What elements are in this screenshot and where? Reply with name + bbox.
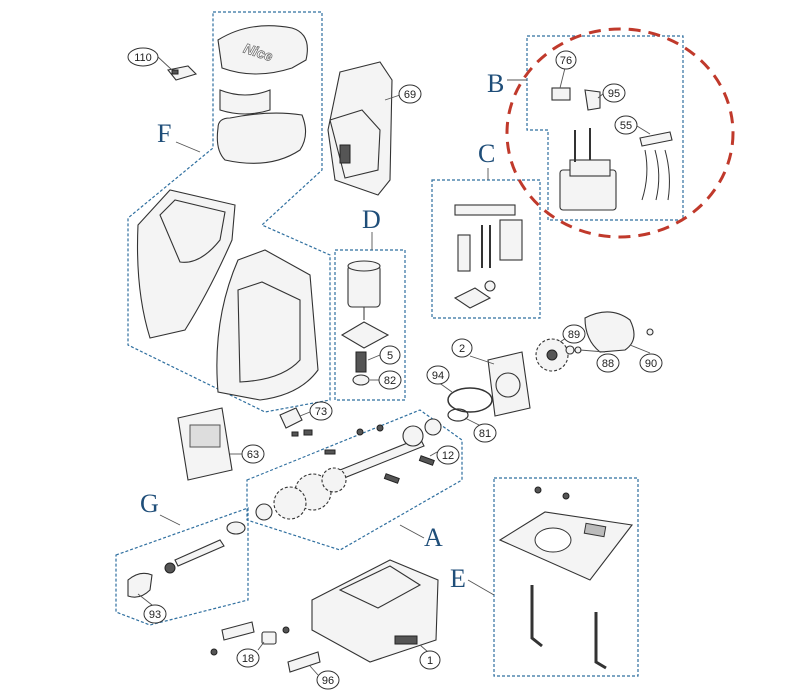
group-b-frame	[526, 35, 684, 221]
part-cover-band	[216, 89, 307, 164]
group-c-frame	[431, 179, 541, 319]
group-leaders	[159, 79, 527, 596]
svg-text:69: 69	[404, 89, 416, 101]
part-81-ring	[447, 408, 469, 422]
part-110-clip	[167, 65, 198, 81]
svg-text:110: 110	[134, 52, 152, 64]
part-drive-shaft	[255, 418, 442, 521]
part-release-lever	[127, 521, 246, 598]
svg-text:90: 90	[645, 358, 657, 370]
group-label-d: D	[362, 205, 381, 234]
callout-95: 95	[597, 83, 626, 103]
svg-text:5: 5	[387, 350, 393, 362]
group-label-f: F	[157, 119, 171, 148]
svg-text:63: 63	[247, 449, 259, 461]
callout-63: 63	[230, 444, 265, 464]
part-73-block	[279, 407, 313, 437]
group-e-frame	[493, 477, 639, 677]
callout-110: 110	[127, 47, 173, 71]
callout-55: 55	[614, 115, 651, 135]
svg-text:55: 55	[620, 120, 632, 132]
part-top-lid: Nice	[217, 25, 308, 75]
svg-text:96: 96	[322, 675, 334, 687]
svg-text:81: 81	[479, 428, 491, 440]
svg-text:2: 2	[459, 343, 465, 355]
group-label-b: B	[487, 69, 504, 98]
group-d-frame	[334, 249, 406, 401]
part-90-guard	[584, 311, 635, 353]
callout-73: 73	[299, 401, 333, 421]
part-motor	[340, 260, 390, 386]
group-a-frame	[246, 409, 463, 551]
callout-93: 93	[137, 593, 167, 624]
svg-text:1: 1	[427, 655, 433, 667]
part-18-spacer	[210, 621, 290, 656]
part-cover-front	[136, 189, 236, 339]
svg-text:93: 93	[149, 609, 161, 621]
group-label-a: A	[424, 523, 443, 552]
svg-text:76: 76	[560, 55, 572, 67]
part-89-pinion	[535, 338, 569, 372]
callout-1: 1	[419, 644, 441, 670]
part-mounting-plate	[498, 486, 634, 581]
svg-text:73: 73	[315, 406, 327, 418]
svg-text:82: 82	[384, 375, 396, 387]
callout-12: 12	[429, 445, 460, 465]
callout-69: 69	[384, 84, 422, 104]
part-board-parts	[453, 204, 523, 309]
svg-text:94: 94	[432, 370, 444, 382]
group-f-frame	[127, 11, 331, 413]
svg-text:89: 89	[568, 329, 580, 341]
callout-82: 82	[370, 370, 402, 390]
callout-81: 81	[464, 417, 497, 443]
callout-76: 76	[555, 50, 577, 89]
callout-96: 96	[309, 665, 340, 690]
part-69-housing	[327, 61, 393, 196]
group-letters: A B C D E F G	[140, 69, 504, 593]
part-63-encoder-board	[177, 407, 233, 481]
part-gear-plate	[487, 351, 531, 417]
svg-text:12: 12	[442, 450, 454, 462]
svg-text:88: 88	[602, 358, 614, 370]
part-96-block	[287, 651, 321, 673]
callout-94: 94	[426, 365, 453, 393]
part-anchor-bolts	[530, 585, 607, 670]
group-label-e: E	[450, 564, 466, 593]
callout-18: 18	[236, 641, 265, 668]
svg-text:18: 18	[242, 653, 254, 665]
svg-text:95: 95	[608, 88, 620, 100]
part-94-ring	[447, 387, 493, 413]
group-frames	[115, 11, 684, 677]
group-g-frame	[115, 507, 249, 626]
part-transformer-group	[551, 87, 673, 211]
group-label-c: C	[478, 139, 495, 168]
part-cover-housing	[216, 249, 319, 401]
group-label-g: G	[140, 489, 159, 518]
callouts: 110 69 76 95 55 89 2	[127, 47, 663, 690]
callout-2: 2	[451, 338, 495, 365]
callout-89: 89	[559, 324, 586, 344]
part-base-casing	[311, 559, 439, 663]
callout-5: 5	[367, 345, 401, 365]
callout-88: 88	[579, 349, 620, 373]
highlight-ring	[505, 27, 735, 239]
callout-90: 90	[629, 344, 663, 373]
